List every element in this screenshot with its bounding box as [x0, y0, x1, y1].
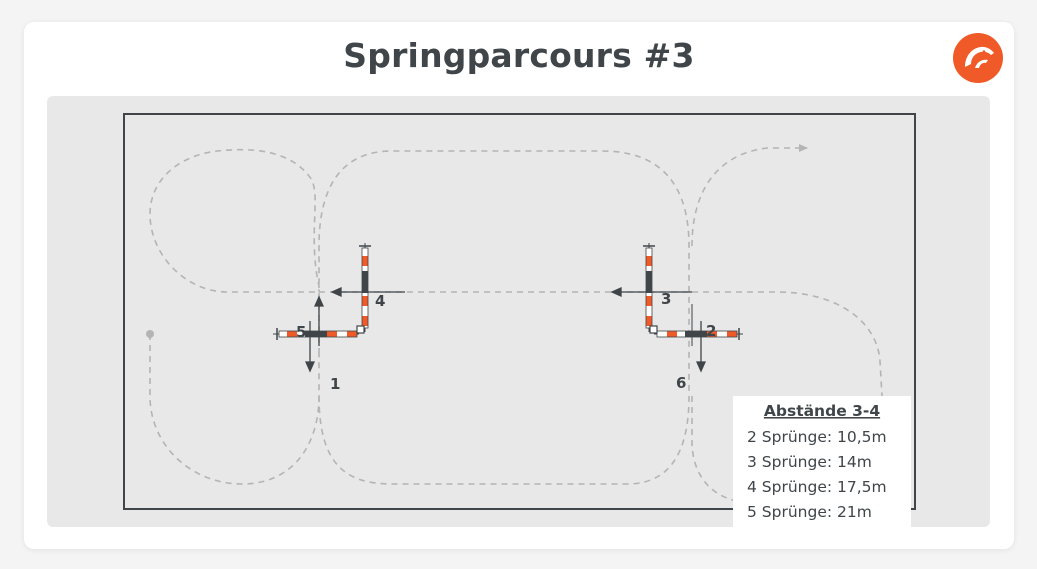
- arrow-3: [610, 286, 622, 298]
- fence-4-center: [362, 271, 368, 293]
- fence-1-5-center: [305, 331, 327, 337]
- legend-box: [733, 396, 911, 527]
- path-right-lower: [691, 396, 738, 502]
- obstacle-group-right: [610, 243, 743, 373]
- arrow-5: [313, 295, 325, 307]
- legend-line-1: 2 Sprünge: 10,5m: [747, 428, 887, 446]
- arrow-4: [330, 286, 342, 298]
- legend-line-3: 4 Sprünge: 17,5m: [747, 478, 887, 496]
- course-diagram: 1 2 3 4 5 6 Abstände 3-4 2 Sprünge: 10,5…: [47, 96, 990, 527]
- legend-line-2: 3 Sprünge: 14m: [747, 453, 872, 471]
- arena-border: [123, 113, 916, 510]
- path-right-loop: [692, 291, 883, 397]
- fence-2-6-center: [685, 331, 707, 337]
- path-start-loop: [149, 334, 320, 485]
- start-point: [146, 330, 154, 338]
- legend-title: Abstände 3-4: [764, 402, 880, 420]
- obstacle-group-left: [273, 243, 405, 373]
- course-card: Springparcours #3: [24, 22, 1014, 549]
- path-center-loop: [318, 150, 690, 485]
- obstacle-number-4: 4: [375, 292, 385, 310]
- arrow-6: [695, 361, 707, 373]
- obstacle-number-1: 1: [330, 375, 340, 393]
- fence-3-corner: [649, 325, 658, 334]
- obstacle-number-5: 5: [296, 323, 306, 341]
- obstacle-number-6: 6: [676, 374, 686, 392]
- legend-line-4: 5 Sprünge: 21m: [747, 503, 872, 521]
- distance-legend: Abstände 3-4 2 Sprünge: 10,5m 3 Sprünge:…: [733, 396, 911, 527]
- page-title: Springparcours #3: [343, 36, 695, 75]
- logo: [953, 33, 1003, 83]
- arrow-1: [304, 361, 316, 373]
- obstacle-number-3: 3: [661, 290, 671, 308]
- fence-3-center: [646, 271, 652, 293]
- path-top-left-loop: [149, 148, 320, 354]
- horse-head-icon: [953, 33, 1003, 83]
- obstacle-number-2: 2: [706, 322, 716, 340]
- fence-4-corner: [356, 325, 365, 334]
